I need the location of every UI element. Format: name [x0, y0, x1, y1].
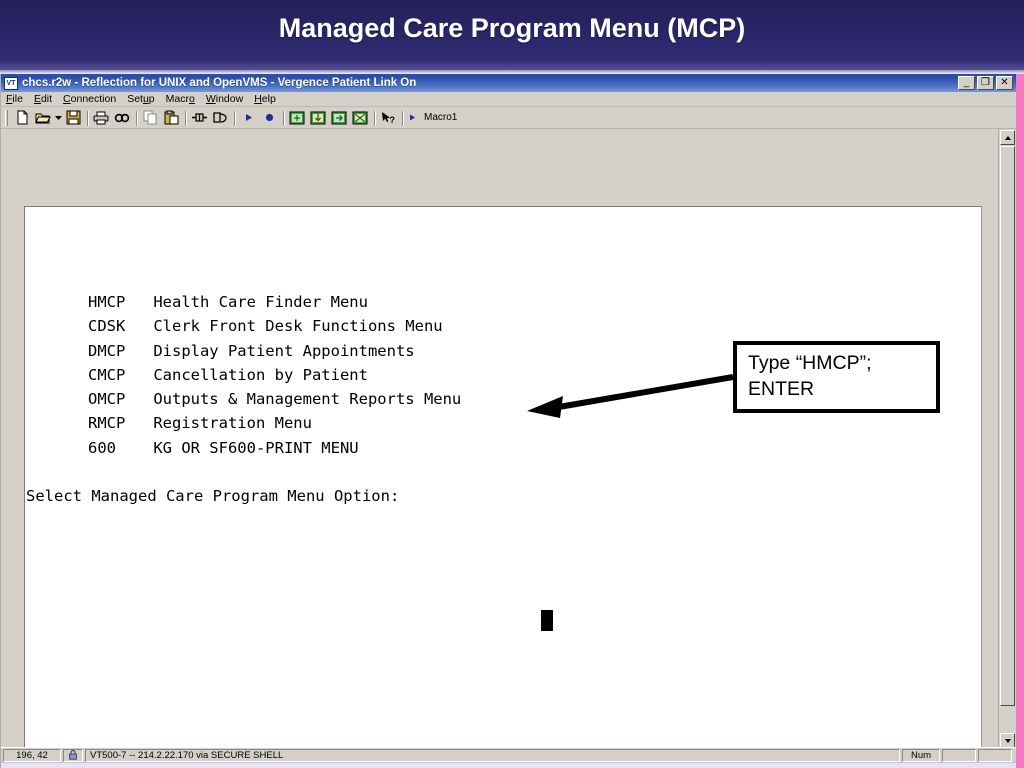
- toolbar-grip[interactable]: [5, 109, 8, 126]
- status-panel-empty-2: [978, 748, 1012, 762]
- scroll-down-icon[interactable]: [1000, 733, 1015, 748]
- menu-help[interactable]: Help: [254, 93, 276, 105]
- statusbar: 196, 42 VT500-7 -- 214.2.22.170 via SECU…: [1, 747, 1016, 762]
- menu-macro-accel: o: [188, 93, 195, 105]
- statusbar-base: [1, 762, 1016, 768]
- scroll-up-icon[interactable]: [1000, 130, 1015, 145]
- menu-connection-label: onnection: [70, 93, 117, 105]
- copy-icon[interactable]: [140, 108, 160, 127]
- menu-file-accel: F: [6, 93, 13, 105]
- play-icon[interactable]: [238, 108, 258, 127]
- terminal-client-area: HMCP Health Care Finder Menu CDSK Clerk …: [1, 129, 1016, 768]
- open-dropdown-icon[interactable]: [54, 108, 62, 127]
- menu-setup-label: p: [148, 93, 155, 105]
- paste-icon[interactable]: [161, 108, 181, 127]
- send-icon[interactable]: [329, 108, 349, 127]
- window-title: chcs.r2w - Reflection for UNIX and OpenV…: [22, 77, 417, 89]
- status-panel-empty-1: [942, 748, 976, 762]
- open-icon[interactable]: [33, 108, 53, 127]
- lock-icon: [63, 748, 83, 762]
- toolbar-separator-7: [399, 110, 406, 126]
- menu-window-label: indow: [215, 93, 244, 105]
- menu-connection-accel: C: [63, 93, 71, 105]
- menu-edit-accel: E: [33, 93, 41, 105]
- menu-setup-accel: u: [142, 93, 149, 105]
- menu-help-accel: H: [254, 93, 262, 105]
- toolbar-separator-2: [133, 110, 140, 126]
- help-pointer-icon[interactable]: ?: [378, 108, 398, 127]
- status-num-lock: Num: [902, 748, 940, 762]
- menu-macro[interactable]: Macro: [166, 93, 195, 105]
- toolbar-separator-4: [231, 110, 238, 126]
- banner-highlight: [0, 70, 1024, 74]
- menu-connection[interactable]: Connection: [63, 93, 116, 105]
- toolbar-separator-1: [84, 110, 91, 126]
- disconnect-icon[interactable]: [210, 108, 230, 127]
- menu-setup-pre: Set: [127, 93, 143, 105]
- record-icon[interactable]: [259, 108, 279, 127]
- menu-file-label: ile: [12, 93, 23, 105]
- macro-name-label[interactable]: Macro1: [424, 112, 458, 123]
- minimize-button[interactable]: _: [958, 76, 975, 90]
- menu-macro-pre: Macr: [165, 93, 189, 105]
- terminal-menu-options: HMCP Health Care Finder Menu CDSK Clerk …: [87, 293, 462, 457]
- menu-setup[interactable]: Setup: [127, 93, 154, 105]
- terminal-prompt-line: Select Managed Care Program Menu Option:: [26, 487, 409, 505]
- vt-icon-label: VT: [6, 79, 16, 87]
- terminal-screen[interactable]: HMCP Health Care Finder Menu CDSK Clerk …: [24, 206, 982, 768]
- slide-banner: Managed Care Program Menu (MCP): [0, 0, 1024, 74]
- toolbar-separator-6: [371, 110, 378, 126]
- macro-run-icon[interactable]: [406, 108, 418, 127]
- toolbar: ? Macro1: [1, 107, 1016, 129]
- vertical-scrollbar[interactable]: [998, 129, 1015, 749]
- window-controls: _ ❐ ✕: [958, 76, 1013, 90]
- transfer-icon[interactable]: [287, 108, 307, 127]
- menu-help-label: elp: [261, 93, 276, 105]
- vt-terminal-icon: VT: [4, 76, 18, 90]
- status-connection-info: VT500-7 -- 214.2.22.170 via SECURE SHELL: [85, 748, 900, 762]
- menu-file[interactable]: File: [6, 93, 23, 105]
- receive-icon[interactable]: [308, 108, 328, 127]
- menu-window[interactable]: Window: [206, 93, 243, 105]
- save-icon[interactable]: [63, 108, 83, 127]
- menu-edit-label: dit: [40, 93, 53, 105]
- new-icon[interactable]: [12, 108, 32, 127]
- slide-edge-decoration: [1015, 74, 1024, 768]
- menubar: File Edit Connection Setup Macro Window …: [1, 92, 1016, 107]
- window-titlebar[interactable]: VT chcs.r2w - Reflection for UNIX and Op…: [1, 74, 1016, 92]
- svg-text:?: ?: [390, 115, 396, 125]
- toolbar-separator-3: [182, 110, 189, 126]
- annotation-callout-text: Type “HMCP”; ENTER: [748, 352, 872, 400]
- find-icon[interactable]: [112, 108, 132, 127]
- reflection-application-window: VT chcs.r2w - Reflection for UNIX and Op…: [0, 74, 1016, 768]
- page-title: Managed Care Program Menu (MCP): [278, 13, 746, 43]
- menu-window-accel: W: [205, 93, 216, 105]
- toolbar-separator-5: [280, 110, 287, 126]
- status-cursor-position: 196, 42: [3, 748, 61, 762]
- scrollbar-thumb[interactable]: [1000, 146, 1015, 706]
- transfer-all-icon[interactable]: [350, 108, 370, 127]
- print-icon[interactable]: [91, 108, 111, 127]
- menu-edit[interactable]: Edit: [34, 93, 52, 105]
- connect-icon[interactable]: [189, 108, 209, 127]
- close-button[interactable]: ✕: [996, 76, 1013, 90]
- restore-button[interactable]: ❐: [977, 76, 994, 90]
- terminal-cursor: [541, 610, 553, 631]
- annotation-callout: Type “HMCP”; ENTER: [733, 341, 940, 413]
